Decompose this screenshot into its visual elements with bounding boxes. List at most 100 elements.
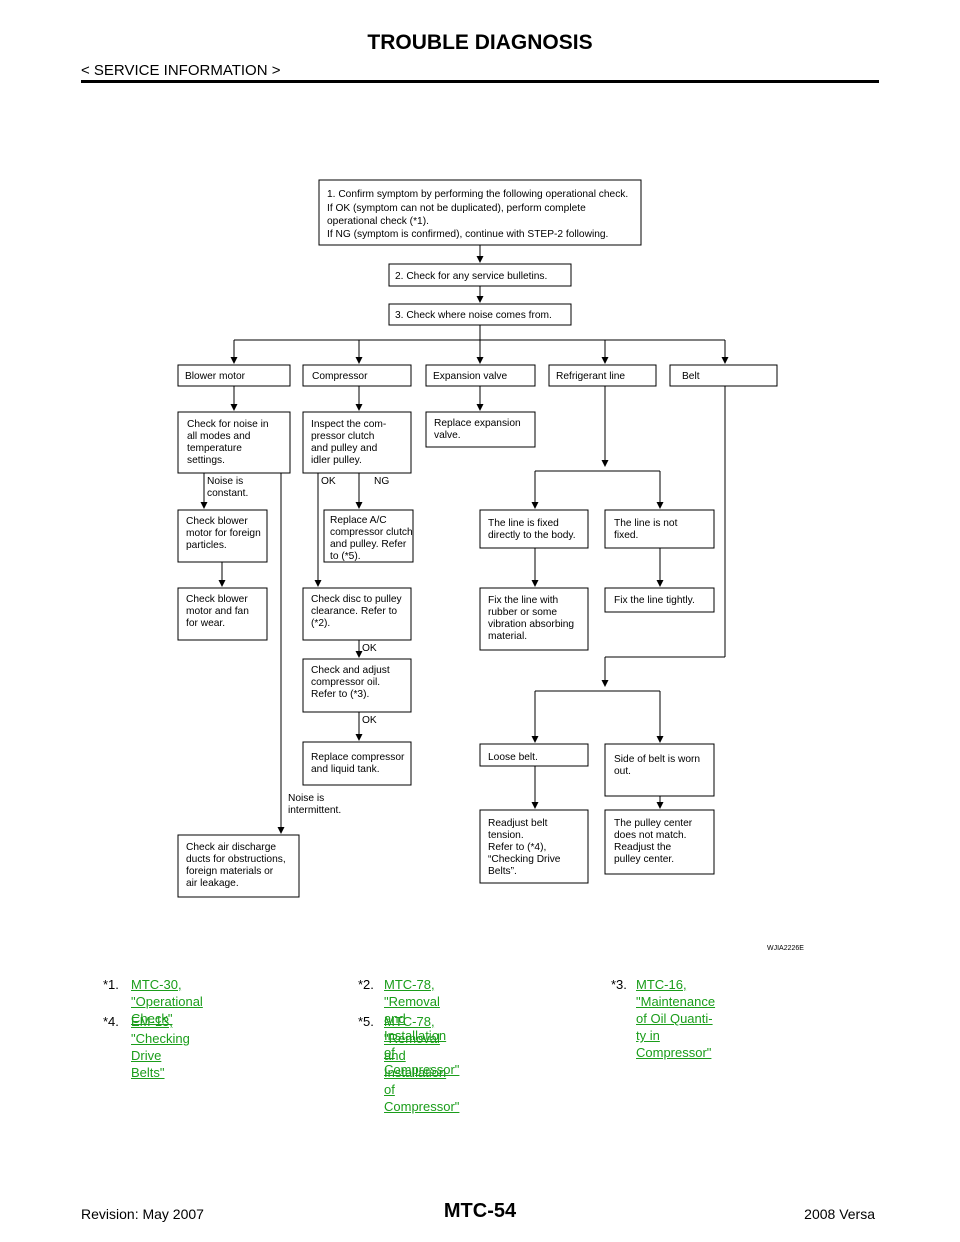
blower-wear-line-3: for wear. <box>186 618 225 629</box>
replace-clutch-line-3: and pulley. Refer <box>330 539 407 550</box>
source-compressor: Compressor <box>312 371 368 382</box>
compressor-oil-text: Check and adjust compressor oil. Refer t… <box>311 665 393 700</box>
blower-check-line-3: temperature <box>187 443 242 454</box>
air-discharge-line-4: air leakage. <box>186 878 239 889</box>
ref-5-link-line-1: MTC-78, "Removal and Installation of <box>384 1014 447 1097</box>
replace-clutch-line-2: compressor clutch <box>330 527 413 538</box>
blower-check-box <box>177 411 291 474</box>
line-fixed-box <box>479 509 589 549</box>
replace-compressor-line-1: Replace compressor <box>311 752 405 763</box>
source-refrigerant-box <box>548 364 657 387</box>
fix-rubber-box <box>479 587 589 651</box>
step1-line-2: If OK (symptom can not be duplicated), p… <box>327 203 586 214</box>
line-not-fixed-text: The line is not fixed. <box>614 518 680 541</box>
compressor-inspect-line-2: pressor clutch <box>311 431 374 442</box>
fix-rubber-line-4: material. <box>488 631 527 642</box>
source-belt-box <box>669 364 778 387</box>
ref-1-link[interactable]: MTC-30, "Operational Check" <box>131 976 203 1027</box>
ref-1-link-line-1: MTC-30, "Operational Check" <box>131 977 203 1026</box>
ok-label-2: OK <box>362 643 377 654</box>
compressor-inspect-line-1: Inspect the com- <box>311 419 386 430</box>
ng-label: NG <box>374 476 389 487</box>
ref-2-link[interactable]: MTC-78, "Removal and Installation of Comp… <box>384 976 459 1078</box>
ref-2-link-line-1: MTC-78, "Removal and Installation of <box>384 977 447 1060</box>
source-compressor-box <box>302 364 412 387</box>
source-blower: Blower motor <box>185 371 246 382</box>
ok-label-1: OK <box>321 476 336 487</box>
readjust-belt-line-5: Belts”. <box>488 866 517 877</box>
compressor-inspect-line-4: idler pulley. <box>311 455 362 466</box>
replace-expansion-box <box>425 411 536 448</box>
ref-4-link[interactable]: EM-13, "Checking Drive Belts" <box>131 1013 190 1081</box>
compressor-oil-line-1: Check and adjust <box>311 665 390 676</box>
disc-clearance-line-1: Check disc to pulley <box>311 594 403 605</box>
compressor-oil-line-2: compressor oil. <box>311 677 380 688</box>
blower-check-line-4: settings. <box>187 455 225 466</box>
step1-box <box>318 179 642 246</box>
ref-4-number: *4. <box>103 1014 119 1029</box>
air-discharge-text: Check air discharge ducts for obstructio… <box>186 842 289 889</box>
blower-check-text: Check for noise in all modes and tempera… <box>187 419 271 466</box>
belt-worn-text: Side of belt is worn out. <box>614 754 703 777</box>
ok-label-3: OK <box>362 715 377 726</box>
pulley-center-line-1: The pulley center <box>614 818 693 829</box>
source-expansion-box <box>425 364 536 387</box>
ref-3-link-line-2: ty in Compressor" <box>636 1028 712 1060</box>
source-expansion: Expansion valve <box>433 371 508 382</box>
section-label: < SERVICE INFORMATION > <box>81 62 281 79</box>
revision-date: Revision: May 2007 <box>81 1206 204 1222</box>
step1-line-1: 1. Confirm symptom by performing the fol… <box>327 189 628 200</box>
disc-clearance-line-2: clearance. Refer to <box>311 606 397 617</box>
replace-clutch-line-1: Replace A/C <box>330 515 387 526</box>
source-belt: Belt <box>682 371 700 382</box>
replace-expansion-text: Replace expansion valve. <box>434 418 524 441</box>
figure-code: WJIA2226E <box>767 945 804 952</box>
blower-wear-line-2: motor and fan <box>186 606 249 617</box>
pulley-center-line-3: Readjust the <box>614 842 672 853</box>
step2-text: 2. Check for any service bulletins. <box>395 271 547 282</box>
readjust-belt-line-2: tension. <box>488 830 524 841</box>
line-fixed-text: The line is fixed directly to the body. <box>488 518 576 541</box>
line-fixed-line-1: The line is fixed <box>488 518 559 529</box>
ref-2-number: *2. <box>358 977 374 992</box>
step1-line-4: If NG (symptom is confirmed), continue w… <box>327 229 608 240</box>
fix-rubber-line-1: Fix the line with <box>488 595 558 606</box>
replace-expansion-line-2: valve. <box>434 430 461 441</box>
source-blower-box <box>177 364 291 387</box>
compressor-oil-box <box>302 658 412 713</box>
air-discharge-line-3: foreign materials or <box>186 866 274 877</box>
ref-2-link-line-2: Compressor" <box>384 1062 460 1077</box>
fix-tightly-text: Fix the line tightly. <box>614 595 695 606</box>
ref-3-link[interactable]: MTC-16, "Maintenance of Oil Quanti-ty in… <box>636 976 715 1061</box>
disc-clearance-text: Check disc to pulley clearance. Refer to… <box>311 594 404 629</box>
blower-check-line-2: all modes and <box>187 431 251 442</box>
compressor-inspect-line-3: and pulley and <box>311 443 378 454</box>
ref-3-link-line-1: MTC-16, "Maintenance of Oil Quanti- <box>636 977 716 1026</box>
blower-wear-line-1: Check blower <box>186 594 248 605</box>
blower-foreign-text: Check blower motor for foreign particles… <box>186 516 264 551</box>
disc-clearance-box <box>302 587 412 641</box>
fix-rubber-line-3: vibration absorbing <box>488 619 574 630</box>
belt-worn-box <box>604 743 715 797</box>
replace-clutch-box <box>323 509 414 563</box>
compressor-inspect-text: Inspect the com- pressor clutch and pull… <box>311 419 389 466</box>
noise-constant-line-1: Noise is <box>207 476 243 487</box>
replace-compressor-text: Replace compressor and liquid tank. <box>311 752 407 775</box>
flowchart-connectors <box>200 245 729 834</box>
blower-foreign-line-1: Check blower <box>186 516 248 527</box>
model-year: 2008 Versa <box>804 1206 875 1222</box>
blower-foreign-line-3: particles. <box>186 540 227 551</box>
replace-compressor-line-2: and liquid tank. <box>311 764 380 775</box>
disc-clearance-line-3: (*2). <box>311 618 330 629</box>
readjust-belt-line-4: “Checking Drive <box>488 854 561 865</box>
loose-belt-box <box>479 743 589 767</box>
replace-clutch-line-4: to (*5). <box>330 551 361 562</box>
compressor-oil-line-3: Refer to (*3). <box>311 689 369 700</box>
noise-constant-label: Noise is constant. <box>207 476 248 499</box>
page-number: MTC-54 <box>443 1200 517 1222</box>
replace-expansion-line-1: Replace expansion <box>434 418 521 429</box>
air-discharge-line-1: Check air discharge <box>186 842 276 853</box>
header-rule <box>81 80 879 83</box>
pulley-center-text: The pulley center does not match. Readju… <box>614 818 695 865</box>
